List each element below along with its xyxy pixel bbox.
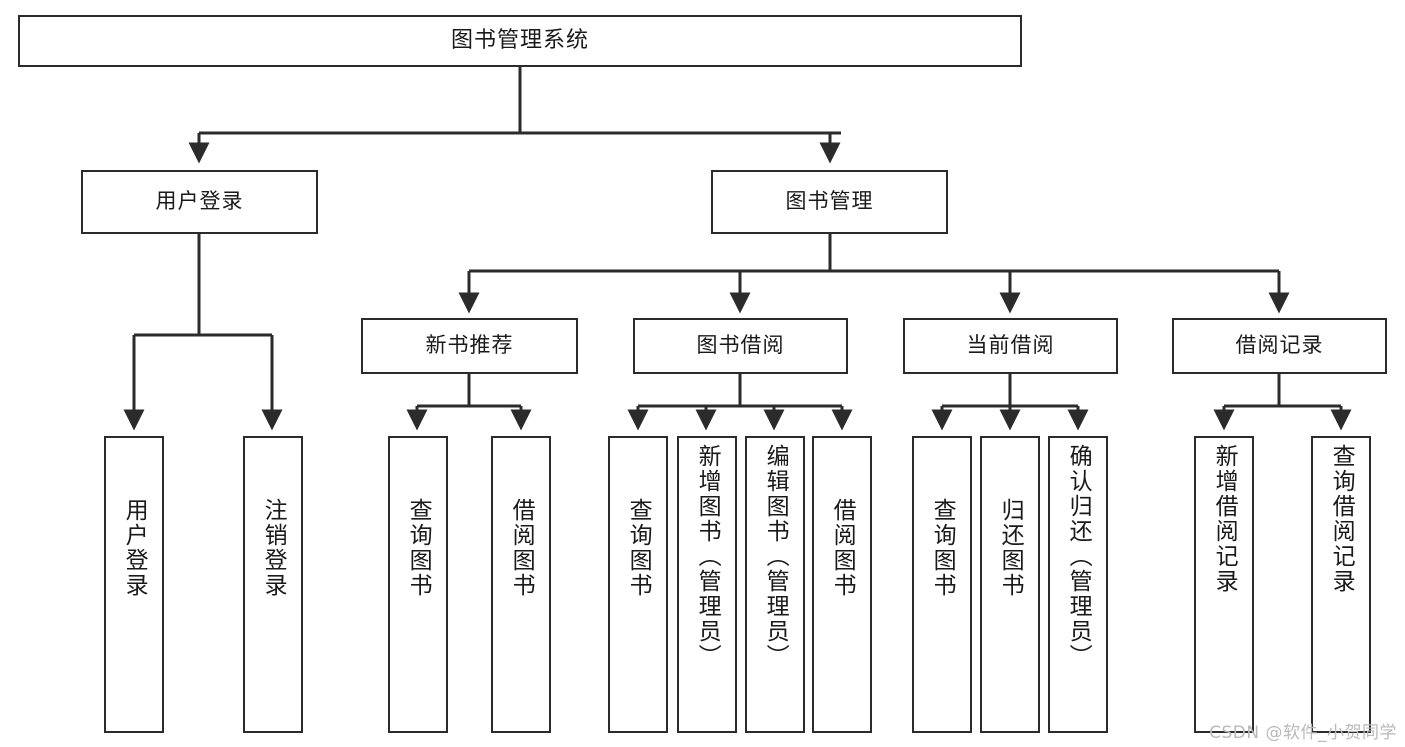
node-leaf-confirm-return-label: 确认归还（管理员）	[1065, 444, 1092, 669]
node-leaf-query-book-3[interactable]: 查询图书	[912, 436, 972, 733]
node-user-login[interactable]: 用户登录	[81, 170, 318, 234]
node-leaf-logout-login-label: 注销登录	[260, 498, 287, 598]
node-borrow-record[interactable]: 借阅记录	[1172, 318, 1387, 374]
node-leaf-query-record-label: 查询借阅记录	[1328, 444, 1355, 594]
node-new-book-recommend[interactable]: 新书推荐	[361, 318, 578, 374]
node-leaf-user-login[interactable]: 用户登录	[104, 436, 164, 733]
node-borrow-record-label: 借阅记录	[1235, 333, 1324, 358]
node-book-manage-label: 图书管理	[785, 189, 874, 214]
watermark: CSDN @软件_小贺同学	[1209, 723, 1397, 743]
node-book-borrow[interactable]: 图书借阅	[633, 318, 848, 374]
node-leaf-user-login-label: 用户登录	[121, 498, 148, 598]
node-leaf-borrow-book-2[interactable]: 借阅图书	[812, 436, 872, 733]
node-root-label: 图书管理系统	[450, 27, 589, 53]
node-user-login-label: 用户登录	[155, 189, 244, 214]
node-leaf-logout-login[interactable]: 注销登录	[243, 436, 303, 733]
node-leaf-edit-book[interactable]: 编辑图书（管理员）	[745, 436, 805, 733]
node-leaf-add-book-label: 新增图书（管理员）	[694, 444, 721, 669]
node-leaf-query-book-1[interactable]: 查询图书	[388, 436, 448, 733]
node-leaf-edit-book-label: 编辑图书（管理员）	[762, 444, 789, 669]
node-leaf-query-book-2-label: 查询图书	[625, 498, 652, 598]
node-leaf-borrow-book-1[interactable]: 借阅图书	[491, 436, 551, 733]
node-leaf-borrow-book-1-label: 借阅图书	[508, 498, 535, 598]
node-leaf-return-book[interactable]: 归还图书	[980, 436, 1040, 733]
node-root[interactable]: 图书管理系统	[18, 15, 1022, 67]
node-current-borrow[interactable]: 当前借阅	[903, 318, 1118, 374]
node-new-book-recommend-label: 新书推荐	[425, 333, 514, 358]
node-leaf-add-record[interactable]: 新增借阅记录	[1194, 436, 1254, 733]
node-leaf-return-book-label: 归还图书	[997, 498, 1024, 598]
node-leaf-add-record-label: 新增借阅记录	[1211, 444, 1238, 594]
node-leaf-confirm-return[interactable]: 确认归还（管理员）	[1048, 436, 1108, 733]
node-current-borrow-label: 当前借阅	[966, 333, 1055, 358]
node-leaf-add-book[interactable]: 新增图书（管理员）	[677, 436, 737, 733]
node-leaf-query-record[interactable]: 查询借阅记录	[1311, 436, 1371, 733]
node-leaf-borrow-book-2-label: 借阅图书	[829, 498, 856, 598]
node-leaf-query-book-3-label: 查询图书	[929, 498, 956, 598]
node-leaf-query-book-1-label: 查询图书	[405, 498, 432, 598]
node-book-borrow-label: 图书借阅	[696, 333, 785, 358]
node-leaf-query-book-2[interactable]: 查询图书	[608, 436, 668, 733]
node-book-manage[interactable]: 图书管理	[711, 170, 948, 234]
